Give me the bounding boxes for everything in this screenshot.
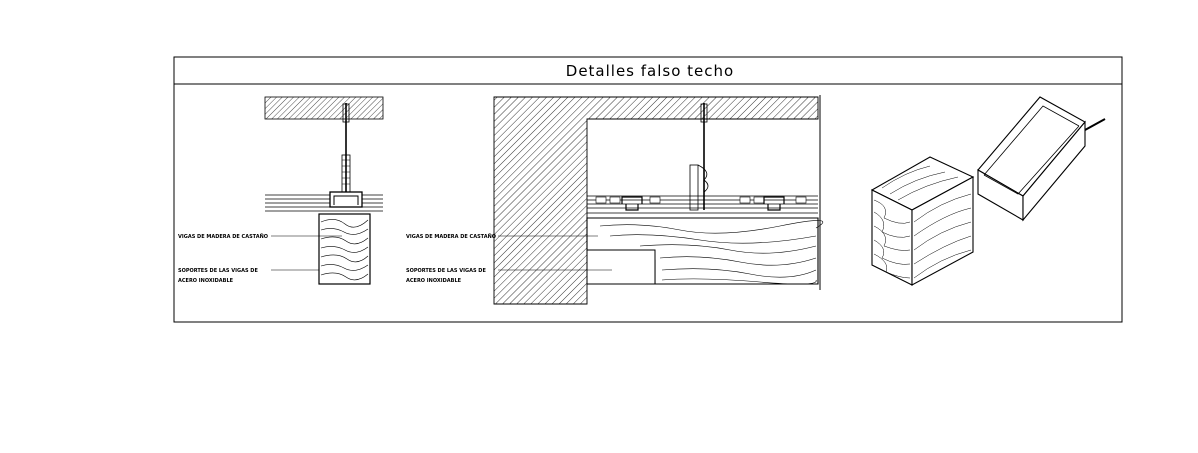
left-ceiling-panel xyxy=(265,194,383,212)
left-clip xyxy=(329,191,363,208)
isometric-detail xyxy=(870,96,1106,286)
middle-hanger-hook xyxy=(697,164,709,193)
middle-panel-joints xyxy=(595,196,807,204)
middle-hanger-anchor xyxy=(700,103,708,123)
left-hanger-anchor xyxy=(342,103,350,123)
left-clip-inner xyxy=(333,195,359,205)
left-section-detail: VIGAS DE MADERA DE CASTAÑO SOPORTES DE L… xyxy=(178,96,384,285)
iso-hanger-stub xyxy=(1084,118,1106,131)
iso-wood-grain-top xyxy=(881,165,959,201)
left-label-beam: VIGAS DE MADERA DE CASTAÑO xyxy=(178,233,268,240)
middle-clip-left xyxy=(621,196,643,211)
left-wood-beam xyxy=(318,213,371,285)
sheet-frame xyxy=(173,56,1123,323)
iso-wood-block xyxy=(870,156,975,286)
left-adjuster-teeth xyxy=(342,159,350,185)
left-slab xyxy=(264,96,384,120)
middle-section-detail: VIGAS DE MADERA DE CASTAÑO SOPORTES DE L… xyxy=(406,95,823,305)
left-wood-grain xyxy=(320,219,369,281)
middle-label-support-2: ACERO INOXIDABLE xyxy=(406,278,462,284)
middle-clip-right xyxy=(763,196,785,211)
middle-steel-support xyxy=(586,249,656,285)
iso-steel-support xyxy=(977,96,1086,222)
middle-wall-slab xyxy=(493,96,819,305)
left-label-support-2: ACERO INOXIDABLE xyxy=(178,278,234,284)
iso-wood-grain-front xyxy=(913,193,972,279)
sheet-title: Detalles falso techo xyxy=(566,62,734,80)
middle-label-beam: VIGAS DE MADERA DE CASTAÑO xyxy=(406,233,496,240)
iso-wood-grain-side xyxy=(873,199,911,279)
middle-label-support-1: SOPORTES DE LAS VIGAS DE xyxy=(406,268,486,274)
middle-wood-grain xyxy=(599,220,823,285)
middle-hanger-adjuster xyxy=(689,164,699,211)
left-label-support-1: SOPORTES DE LAS VIGAS DE xyxy=(178,268,258,274)
iso-steel-inner xyxy=(983,105,1080,195)
